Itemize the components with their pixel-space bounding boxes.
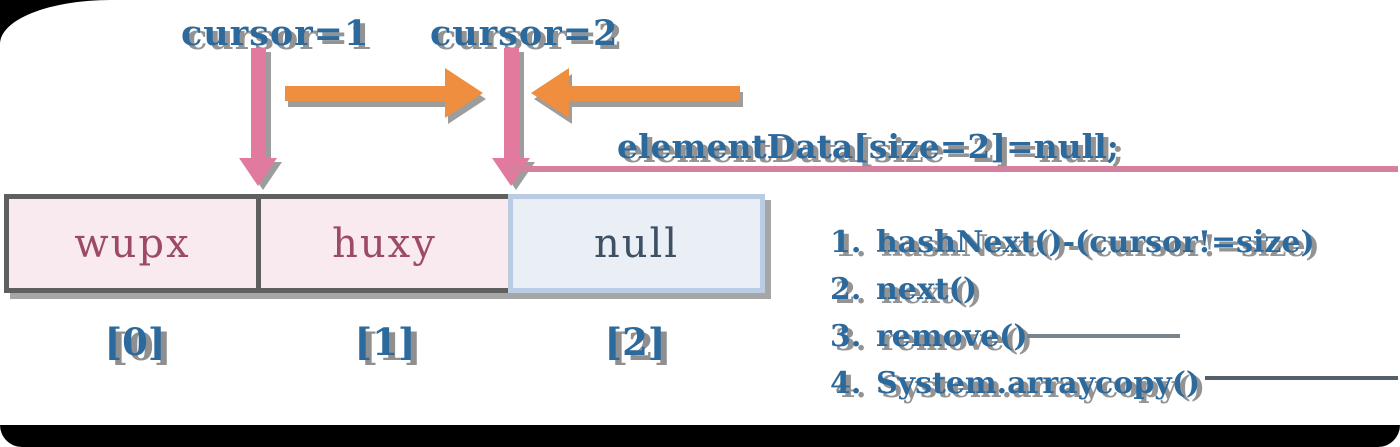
arrow-head (445, 68, 483, 118)
index-label-2: [2] (604, 320, 666, 364)
step-number: 2. (830, 272, 862, 307)
arrow-shaft (285, 86, 447, 101)
step-number: 4. (830, 366, 862, 401)
arrow-head (239, 158, 277, 186)
cell-value: null (593, 220, 680, 267)
cell-value: wupx (74, 220, 191, 267)
step-label: next() (876, 272, 978, 307)
call-sequence-list: 1. hashNext()-(cursor!=size) 2. next() 3… (830, 219, 1315, 407)
step-row-2: 2. next() (830, 266, 1315, 313)
step-label: System.arraycopy() (876, 366, 1201, 401)
step-label: hashNext()-(cursor!=size) (876, 225, 1315, 260)
arrow-head (492, 158, 530, 186)
step-number: 1. (830, 225, 862, 260)
arrow-shaft (567, 86, 740, 101)
step-number: 3. (830, 319, 862, 354)
step-row-1: 1. hashNext()-(cursor!=size) (830, 219, 1315, 266)
cursor-right-arrow-down-icon (492, 48, 530, 186)
cursor-left-arrow-down-icon (239, 48, 277, 186)
frame-bottom-bar (0, 425, 1400, 447)
step-label: remove() (876, 319, 1028, 354)
cursor-left-label: cursor=1 (181, 13, 370, 54)
cursor-right-label: cursor=2 (430, 13, 619, 54)
array-container: wupx huxy null (4, 194, 765, 293)
shift-left-to-right-arrow-icon (285, 68, 483, 119)
arrow-shaft (250, 48, 266, 158)
connector-line-remove (1027, 334, 1180, 338)
index-label-0: [0] (104, 320, 166, 364)
array-cell-0: wupx (4, 194, 261, 293)
array-cell-2-null: null (508, 194, 765, 293)
arrow-head (531, 68, 569, 118)
step-row-3: 3. remove() (830, 313, 1315, 360)
assignment-code-label: elementData[size=2]=null; (617, 127, 1119, 166)
connector-line-arraycopy (1205, 376, 1398, 380)
arrow-shaft (503, 48, 519, 158)
index-label-1: [1] (354, 320, 416, 364)
shift-right-to-left-arrow-icon (531, 68, 740, 119)
frame-top-left-corner (0, 0, 110, 44)
cell-value: huxy (332, 220, 437, 267)
step-row-4: 4. System.arraycopy() (830, 360, 1315, 407)
array-cell-1: huxy (256, 194, 513, 293)
assignment-underline (508, 166, 1398, 172)
